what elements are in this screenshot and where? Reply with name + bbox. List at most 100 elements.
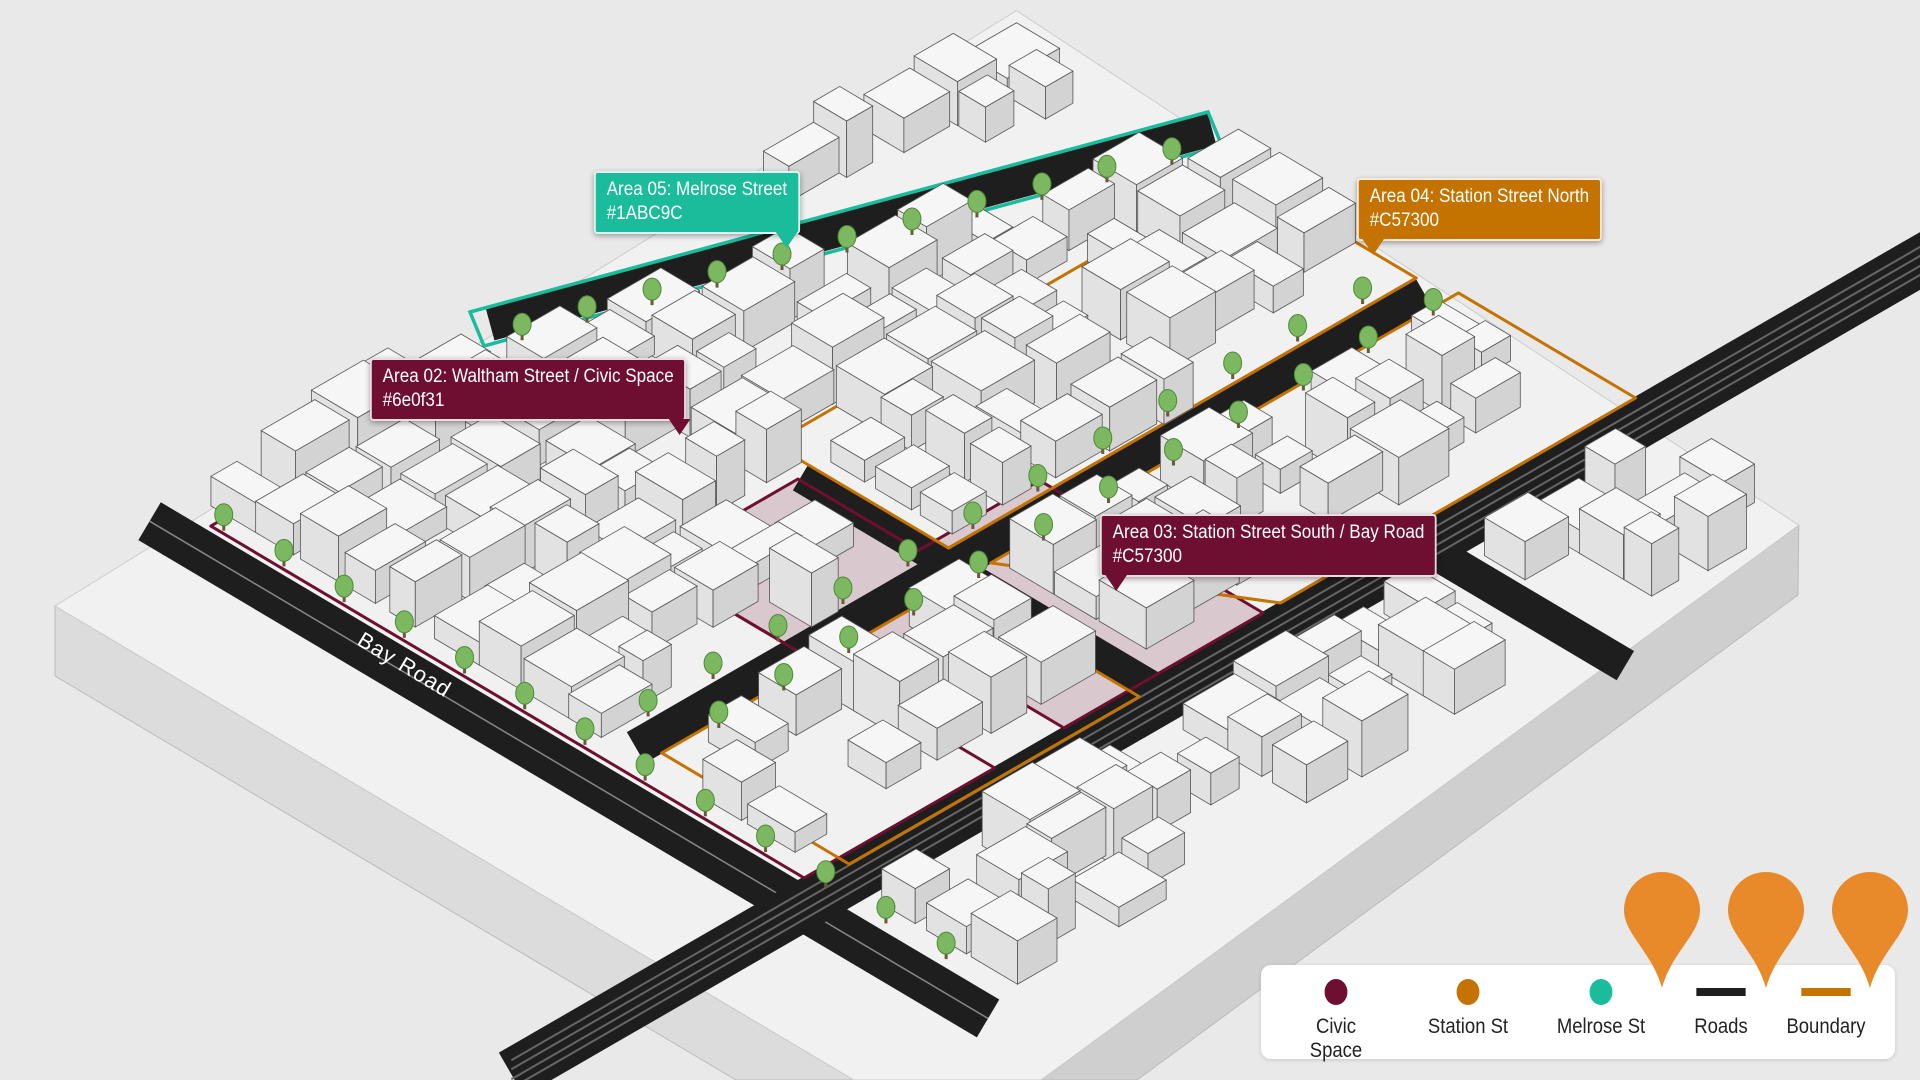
tree-icon: [512, 312, 532, 336]
legend-label: Boundary: [1786, 1015, 1866, 1038]
tree-icon: [756, 824, 776, 848]
tree-trunk: [824, 879, 828, 888]
tree-icon: [515, 681, 535, 705]
callout-pointer: [775, 232, 798, 248]
building-roof: [634, 452, 717, 501]
tree-trunk: [906, 558, 910, 567]
building-roof: [1092, 131, 1184, 186]
civic-space-swatch: [1324, 979, 1348, 1005]
building-roof: [1026, 791, 1107, 839]
tree-icon: [394, 610, 414, 634]
building-roof: [1355, 358, 1424, 399]
building-roof: [953, 573, 1033, 621]
building-roof: [1121, 816, 1186, 854]
tree-icon: [898, 538, 918, 562]
tree-icon: [963, 501, 983, 525]
tree-icon: [709, 700, 729, 724]
building-roof: [534, 504, 600, 543]
tree-trunk: [910, 226, 914, 235]
tree-trunk: [1366, 345, 1370, 353]
tree-icon: [1032, 172, 1052, 196]
building-roof: [1181, 202, 1279, 259]
building-roof: [740, 345, 835, 401]
building-roof: [523, 627, 626, 688]
callout-title: Area 02: Waltham Street / Civic Space: [382, 366, 674, 387]
tree-icon: [904, 588, 924, 611]
building-roof: [936, 272, 1014, 319]
building-roof: [1182, 673, 1281, 731]
tree-icon: [1358, 325, 1378, 349]
building-roof: [1679, 438, 1756, 483]
tree-icon: [1097, 154, 1117, 178]
map-pin-icon[interactable]: [1726, 872, 1806, 990]
tree-icon: [837, 225, 857, 248]
building-roof: [695, 332, 757, 368]
building-roof: [1120, 336, 1194, 380]
building-roof: [1020, 856, 1077, 890]
tree-trunk: [717, 720, 721, 728]
building-roof: [735, 390, 803, 430]
building-roof: [1405, 314, 1476, 356]
building-roof: [1673, 473, 1748, 517]
map-legend: Civic Space Station St Melrose St Roads …: [1261, 965, 1895, 1062]
building-roof: [260, 399, 350, 452]
tree-trunk: [1170, 156, 1174, 165]
building-roof: [1019, 393, 1103, 442]
building-roof: [1449, 357, 1522, 399]
tree-icon: [816, 860, 836, 884]
building-roof: [902, 604, 994, 658]
map-pin-icon[interactable]: [1622, 872, 1702, 990]
callout-code: #C57300: [1369, 210, 1440, 231]
tree-icon: [969, 550, 989, 574]
building-roof: [1271, 720, 1349, 766]
building-roof: [970, 890, 1058, 942]
railway-track: [510, 254, 1920, 1071]
callout-area-03[interactable]: Area 03: Station Street South / Bay Road…: [1100, 514, 1437, 591]
callout-pointer: [1362, 239, 1384, 255]
building-roof: [1304, 376, 1376, 419]
callout-area-04[interactable]: Area 04: Station Street North #C57300: [1357, 178, 1602, 255]
tree-icon: [1093, 426, 1113, 450]
map-pin-icon[interactable]: [1830, 872, 1910, 990]
legend-label: Melrose St: [1556, 1015, 1646, 1038]
building-roof: [1584, 428, 1647, 465]
legend-item-civic-space[interactable]: Civic Space: [1288, 979, 1385, 1063]
tree-icon: [833, 576, 853, 600]
tree-trunk: [780, 262, 784, 271]
building-roof: [1276, 186, 1357, 234]
legend-item-station-st[interactable]: Station St: [1420, 979, 1517, 1039]
callout-pointer: [1105, 575, 1127, 591]
callout-area-05[interactable]: Area 05: Melrose Street #1ABC9C: [594, 171, 800, 248]
building-roof: [1176, 736, 1240, 774]
building-roof: [1227, 693, 1303, 738]
tree-icon: [577, 295, 597, 319]
tree-trunk: [1231, 370, 1235, 379]
tree-trunk: [1301, 382, 1305, 391]
tree-icon: [768, 613, 788, 637]
building-roof: [389, 539, 463, 583]
roads-swatch: [1696, 988, 1746, 996]
tree-trunk: [463, 665, 467, 674]
tree-icon: [575, 717, 595, 741]
tree-icon: [703, 651, 723, 675]
tree-icon: [1163, 438, 1183, 461]
building-roof: [997, 605, 1097, 663]
tree-icon: [274, 538, 294, 562]
callout-area-02[interactable]: Area 02: Waltham Street / Civic Space #6…: [370, 358, 691, 435]
building-roof: [852, 631, 940, 682]
building-roof: [874, 444, 951, 489]
tree-icon: [1293, 363, 1313, 386]
building-roof: [1159, 406, 1254, 462]
building-roof: [1187, 128, 1272, 178]
legend-item-roads[interactable]: Roads: [1681, 979, 1760, 1039]
building-roof: [1226, 241, 1305, 287]
building-roof: [835, 337, 934, 395]
building-roof: [539, 448, 619, 496]
legend-item-melrose-st[interactable]: Melrose St: [1548, 979, 1654, 1039]
building-roof: [673, 540, 759, 591]
legend-item-boundary[interactable]: Boundary: [1778, 979, 1875, 1039]
tree-icon: [642, 277, 662, 301]
tree-icon: [638, 688, 658, 712]
tree-trunk: [912, 607, 916, 616]
tree-trunk: [764, 844, 768, 852]
